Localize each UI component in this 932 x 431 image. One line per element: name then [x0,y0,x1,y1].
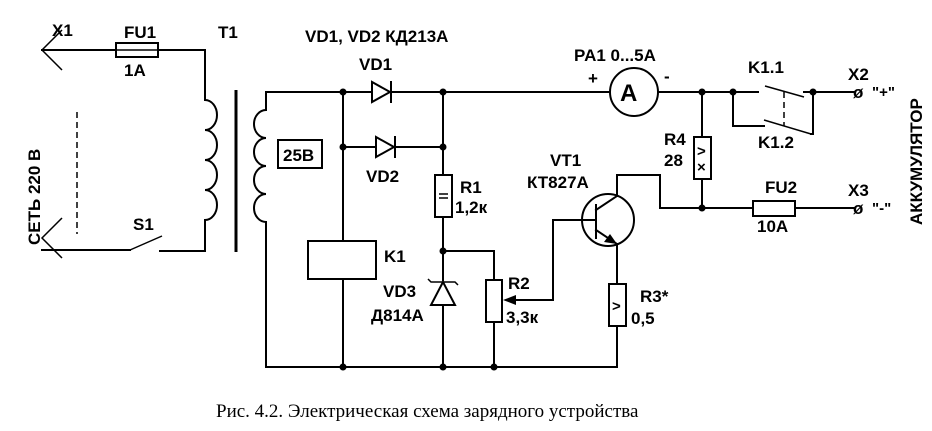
x1-label: X1 [52,21,73,40]
vd1-diode [371,80,393,104]
x3-terminal: ø [853,199,864,218]
vd1-label: VD1 [359,55,392,74]
x2-terminal: ø [853,83,864,102]
r4-label: R4 [664,130,686,149]
x3-label: X3 [848,181,869,200]
r3-label: R3* [640,287,669,306]
vd2-diode [375,135,397,159]
mains-input [40,29,218,259]
r4-symbol-2: × [697,159,706,176]
x2-polarity: "+" [872,84,895,101]
k1-2-contact [763,119,812,135]
r3-value: 0,5 [631,309,655,328]
t1-label: T1 [218,23,238,42]
secondary-voltage-label: 25В [283,146,314,165]
r4-value: 28 [664,151,683,170]
r2-label: R2 [508,274,530,293]
fu2-fuse [752,200,796,217]
fu1-label: FU1 [124,23,156,42]
k1-1-contact [764,85,805,98]
r2-wiper-arrow [503,295,516,305]
vt1-label: VT1 [550,151,581,170]
s1-switch [129,235,163,251]
x3-polarity: "-" [872,200,891,217]
r1-label: R1 [460,178,482,197]
battery-label: АККУМУЛЯТОР [907,98,926,225]
mains-label: СЕТЬ 220 В [25,149,44,245]
vd3-zener [429,279,457,306]
k1-1-label: K1.1 [748,58,784,77]
diode-type-note: VD1, VD2 КД213А [305,27,448,46]
k1-relay-coil [307,240,377,280]
vt1-value: КТ827А [527,173,589,192]
vd3-value: Д814А [371,306,424,325]
t1-secondary-winding [253,108,268,224]
x2-label: X2 [848,65,869,84]
k1-2-label: K1.2 [758,133,794,152]
r1-value: 1,2к [455,198,488,217]
figure-caption: Рис. 4.2. Электрическая схема зарядного … [216,401,639,422]
r2-wiper-wire [515,219,581,301]
pa1-plus: + [588,69,598,88]
r4-symbol-1: > [697,143,706,160]
pa1-label: PA1 0...5A [574,46,656,65]
pa1-minus: - [664,67,670,86]
pa1-symbol: A [620,80,637,107]
fu1-value: 1A [124,61,146,80]
r2-potentiometer [485,279,503,323]
vd2-label: VD2 [366,167,399,186]
vd3-label: VD3 [383,282,416,301]
junction-dots [339,88,817,371]
r1-resistor [434,174,453,218]
k1-label: K1 [384,247,406,266]
s1-label: S1 [133,215,154,234]
x1-plug-bottom-arrow [40,217,63,259]
fu2-label: FU2 [765,178,797,197]
t1-primary-winding [203,98,218,222]
r3-symbol: > [612,298,621,315]
secondary-voltage-box [277,139,323,169]
r2-value: 3,3к [506,308,539,327]
fu2-value: 10A [757,217,788,236]
